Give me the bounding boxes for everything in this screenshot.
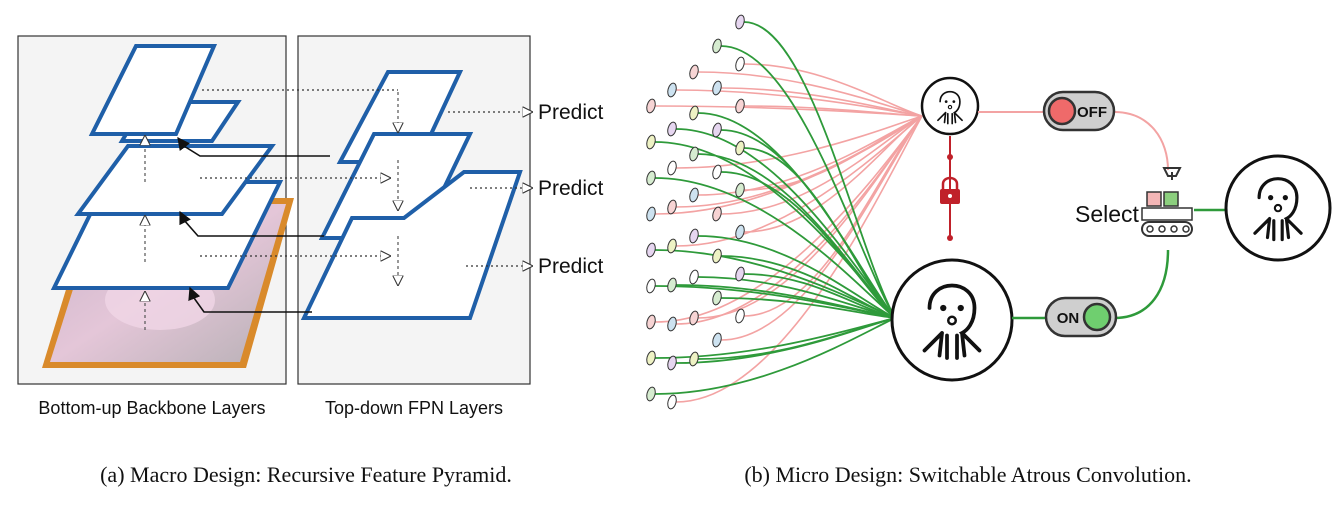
input-node [689,310,699,326]
input-node [646,350,656,366]
input-node [712,80,722,96]
input-node [667,277,677,293]
red-connections [654,63,923,403]
panel-b: OFF ON Select [646,14,1332,487]
input-node [712,206,722,222]
input-node [712,38,722,54]
input-node [667,160,677,176]
red-connection-line [743,115,923,317]
input-node [667,121,677,137]
input-node [646,386,656,402]
fpn-layer-3 [300,170,523,320]
input-node [667,316,677,332]
feedback-arrow-1 [177,136,330,157]
red-connection-line [675,115,923,403]
red-connection-line [743,63,923,117]
backbone-box-label: Bottom-up Backbone Layers [38,398,265,418]
input-node [712,248,722,264]
input-node [735,266,745,282]
on-to-select-line [1113,249,1170,320]
small-octopus-node [920,76,980,136]
green-connection-line [720,45,896,319]
input-node [689,146,699,162]
green-connection-line [720,255,896,319]
octopus-icon-output [1253,177,1303,242]
input-node [712,164,722,180]
input-node [646,170,656,186]
backbone-layer-2 [74,144,276,216]
input-node [646,134,656,150]
predict-label-3: Predict [538,255,604,278]
input-node [667,82,677,98]
green-connections [654,21,896,395]
green-connection-line [743,21,896,319]
input-node [689,351,699,367]
input-node [689,64,699,80]
off-switch-label: OFF [1077,104,1107,121]
feedback-arrow-2 [179,210,324,237]
green-connection-line [654,177,896,319]
on-switch: ON [1044,296,1118,338]
input-node [735,14,745,30]
input-nodes [646,14,745,410]
on-switch-label: ON [1057,310,1080,327]
green-connection-line [697,317,896,360]
green-connection-line [675,284,896,319]
input-node [689,228,699,244]
off-to-select-line [1113,111,1169,171]
input-node [735,224,745,240]
input-node [646,278,656,294]
input-node [735,308,745,324]
red-connection-line [743,105,923,117]
feedback-arrow-3 [188,286,312,313]
select-label: Select [1075,201,1140,227]
input-node [689,105,699,121]
predict-label-2: Predict [538,177,604,200]
conveyor-selector-icon [1141,167,1193,237]
backbone-layer-4 [88,44,218,136]
input-node [646,206,656,222]
red-connection-line [720,115,923,215]
predict-label-1: Predict [538,101,604,124]
input-node [646,98,656,114]
input-node [735,182,745,198]
green-connection-line [654,317,896,395]
caption-b: (b) Micro Design: Switchable Atrous Conv… [744,462,1191,487]
caption-a: (a) Macro Design: Recursive Feature Pyra… [100,462,512,487]
red-connection-line [743,115,923,233]
input-node [689,269,699,285]
red-connection-line [697,71,923,117]
input-node [667,355,677,371]
input-node [689,187,699,203]
octopus-icon-small [937,90,963,125]
panel-a: Predict Predict Predict Bottom-up Backbo… [17,35,604,487]
large-octopus-node [890,258,1014,382]
input-node [646,314,656,330]
red-connection-line [720,87,923,117]
input-node [667,199,677,215]
input-node [712,290,722,306]
input-node [667,238,677,254]
green-connection-line [743,273,896,319]
off-switch: OFF [1042,90,1116,132]
input-node [712,122,722,138]
input-node [735,98,745,114]
green-connection-line [743,147,896,319]
fpn-box-label: Top-down FPN Layers [325,398,503,418]
input-node [735,140,745,156]
output-octopus-node [1224,154,1332,262]
green-connection-line [697,235,896,319]
input-node [646,242,656,258]
lock-icon [940,176,960,204]
green-connection-line [720,171,896,319]
octopus-icon-large [922,283,982,360]
input-node [712,332,722,348]
green-connection-line [720,297,896,319]
input-node [667,394,677,410]
input-node [735,56,745,72]
